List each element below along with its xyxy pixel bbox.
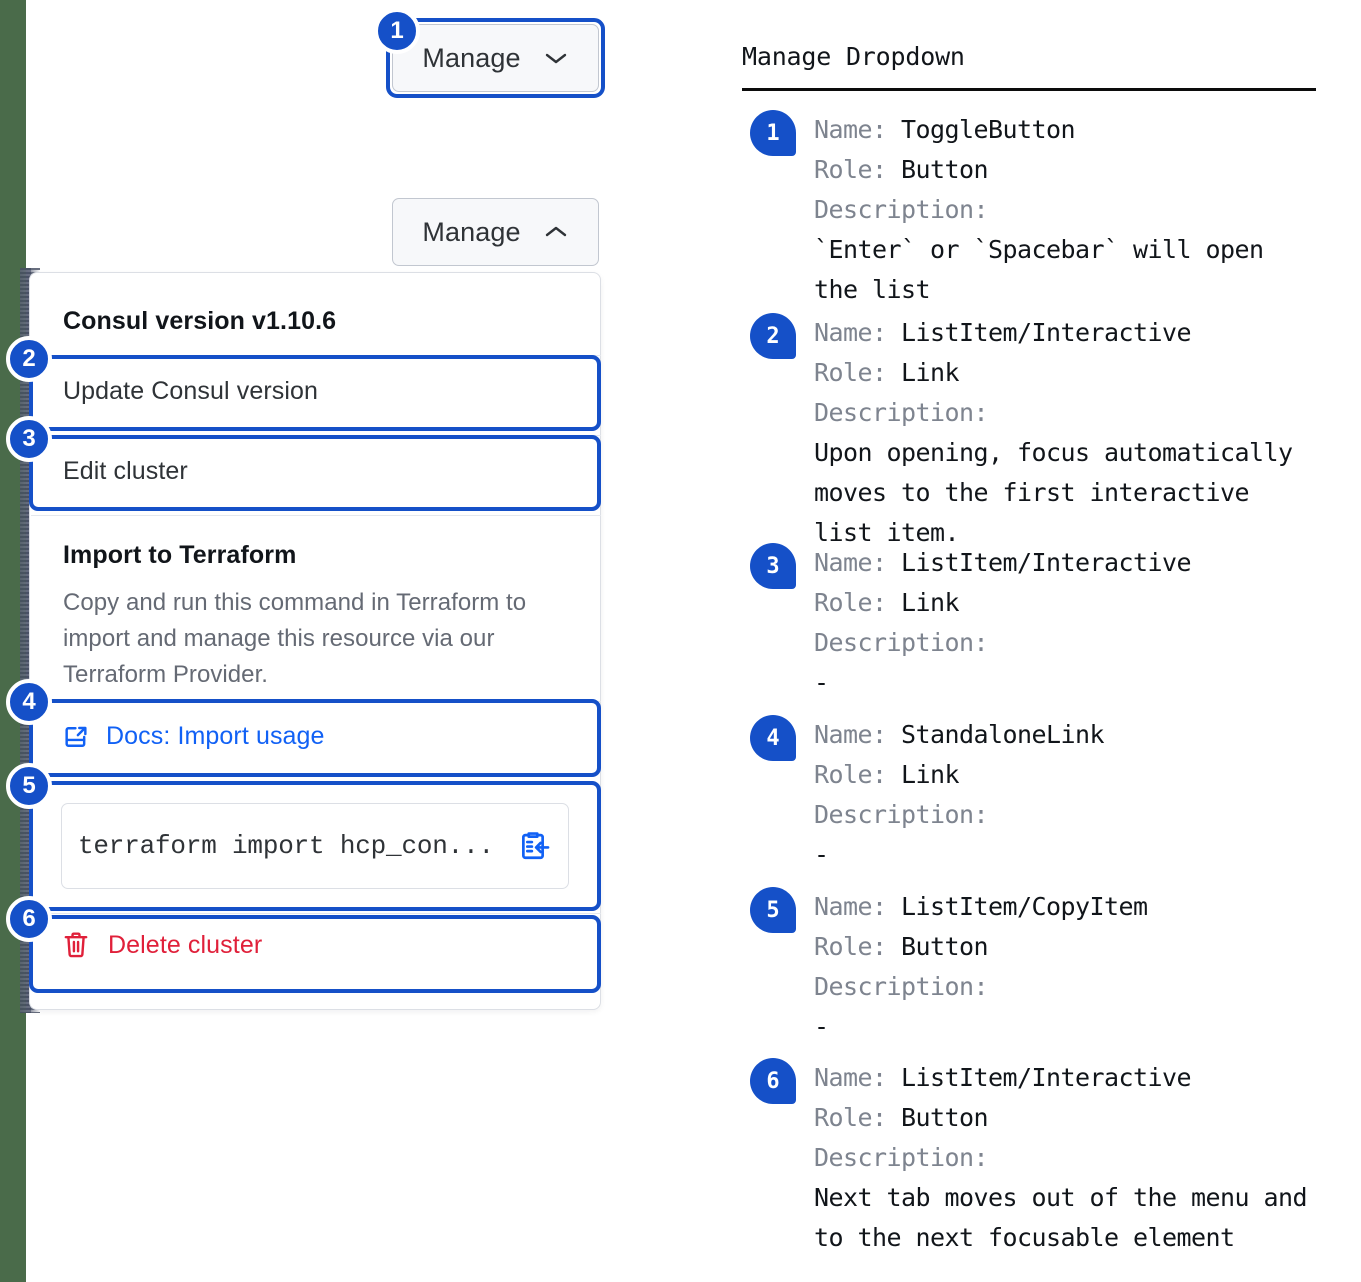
menu-item-update-consul-version[interactable]: Update Consul version (63, 377, 319, 405)
legend-entry-text-1: Name: ToggleButton Role: Button Descript… (814, 115, 1264, 304)
legend-badge-5: 5 (750, 887, 796, 933)
consul-version-heading: Consul version v1.10.6 (63, 307, 337, 335)
step-badge-5: 5 (6, 763, 52, 809)
legend-badge-1: 1 (750, 110, 796, 156)
manage-toggle-label: Manage (422, 42, 521, 73)
menu-item-delete-cluster[interactable]: Delete cluster (62, 930, 262, 960)
import-to-terraform-description: Copy and run this command in Terraform t… (63, 589, 527, 688)
divider (31, 913, 601, 914)
external-link-icon (65, 726, 87, 747)
legend-entry-text-5: Name: ListItem/CopyItem Role: Button Des… (814, 892, 1148, 1041)
legend-title: Manage Dropdown (742, 42, 965, 71)
trash-icon (64, 932, 88, 958)
focus-ring-delete-cluster[interactable] (29, 915, 601, 993)
manage-toggle-button-collapsed[interactable]: Manage (392, 24, 599, 92)
legend-entry-text-4: Name: StandaloneLink Role: Link Descript… (814, 720, 1105, 869)
docs-import-usage-link[interactable]: Docs: Import usage (62, 722, 325, 751)
focus-ring-docs-import-usage[interactable] (29, 699, 601, 777)
legend-entry-text-3: Name: ListItem/Interactive Role: Link De… (814, 548, 1192, 697)
legend-badge-6: 6 (750, 1058, 796, 1104)
focus-ring-edit-cluster[interactable] (29, 435, 601, 511)
delete-cluster-label: Delete cluster (108, 930, 263, 959)
terraform-import-command-text: terraform import hcp_con... (78, 831, 494, 861)
annotation-legend-panel: Manage Dropdown 1 Name: ToggleButton Rol… (742, 0, 1342, 1282)
chevron-up-icon (545, 226, 566, 237)
copy-to-clipboard-icon[interactable] (516, 829, 550, 863)
menu-item-edit-cluster[interactable]: Edit cluster (63, 457, 188, 485)
focus-ring-copy-command[interactable] (29, 781, 601, 911)
legend-badge-3: 3 (750, 543, 796, 589)
step-badge-6: 6 (6, 896, 52, 942)
step-badge-1: 1 (374, 8, 420, 54)
import-to-terraform-heading: Import to Terraform (63, 541, 297, 569)
legend-entry-text-6: Name: ListItem/Interactive Role: Button … (814, 1063, 1308, 1252)
manage-toggle-label-expanded: Manage (422, 216, 521, 247)
docs-import-usage-label: Docs: Import usage (106, 722, 325, 750)
focus-ring-update-consul-version[interactable] (29, 355, 601, 431)
legend-badge-4: 4 (750, 715, 796, 761)
terraform-import-command-box[interactable]: terraform import hcp_con... (61, 803, 569, 889)
legend-badge-2: 2 (750, 313, 796, 359)
manage-toggle-button-expanded[interactable]: Manage (392, 198, 599, 266)
step-badge-4: 4 (6, 679, 52, 725)
legend-entry-text-2: Name: ListItem/Interactive Role: Link De… (814, 318, 1293, 547)
divider (31, 515, 601, 516)
step-badge-3: 3 (6, 416, 52, 462)
legend-divider (742, 88, 1316, 91)
chevron-down-icon (545, 53, 566, 64)
step-badge-2: 2 (6, 336, 52, 382)
